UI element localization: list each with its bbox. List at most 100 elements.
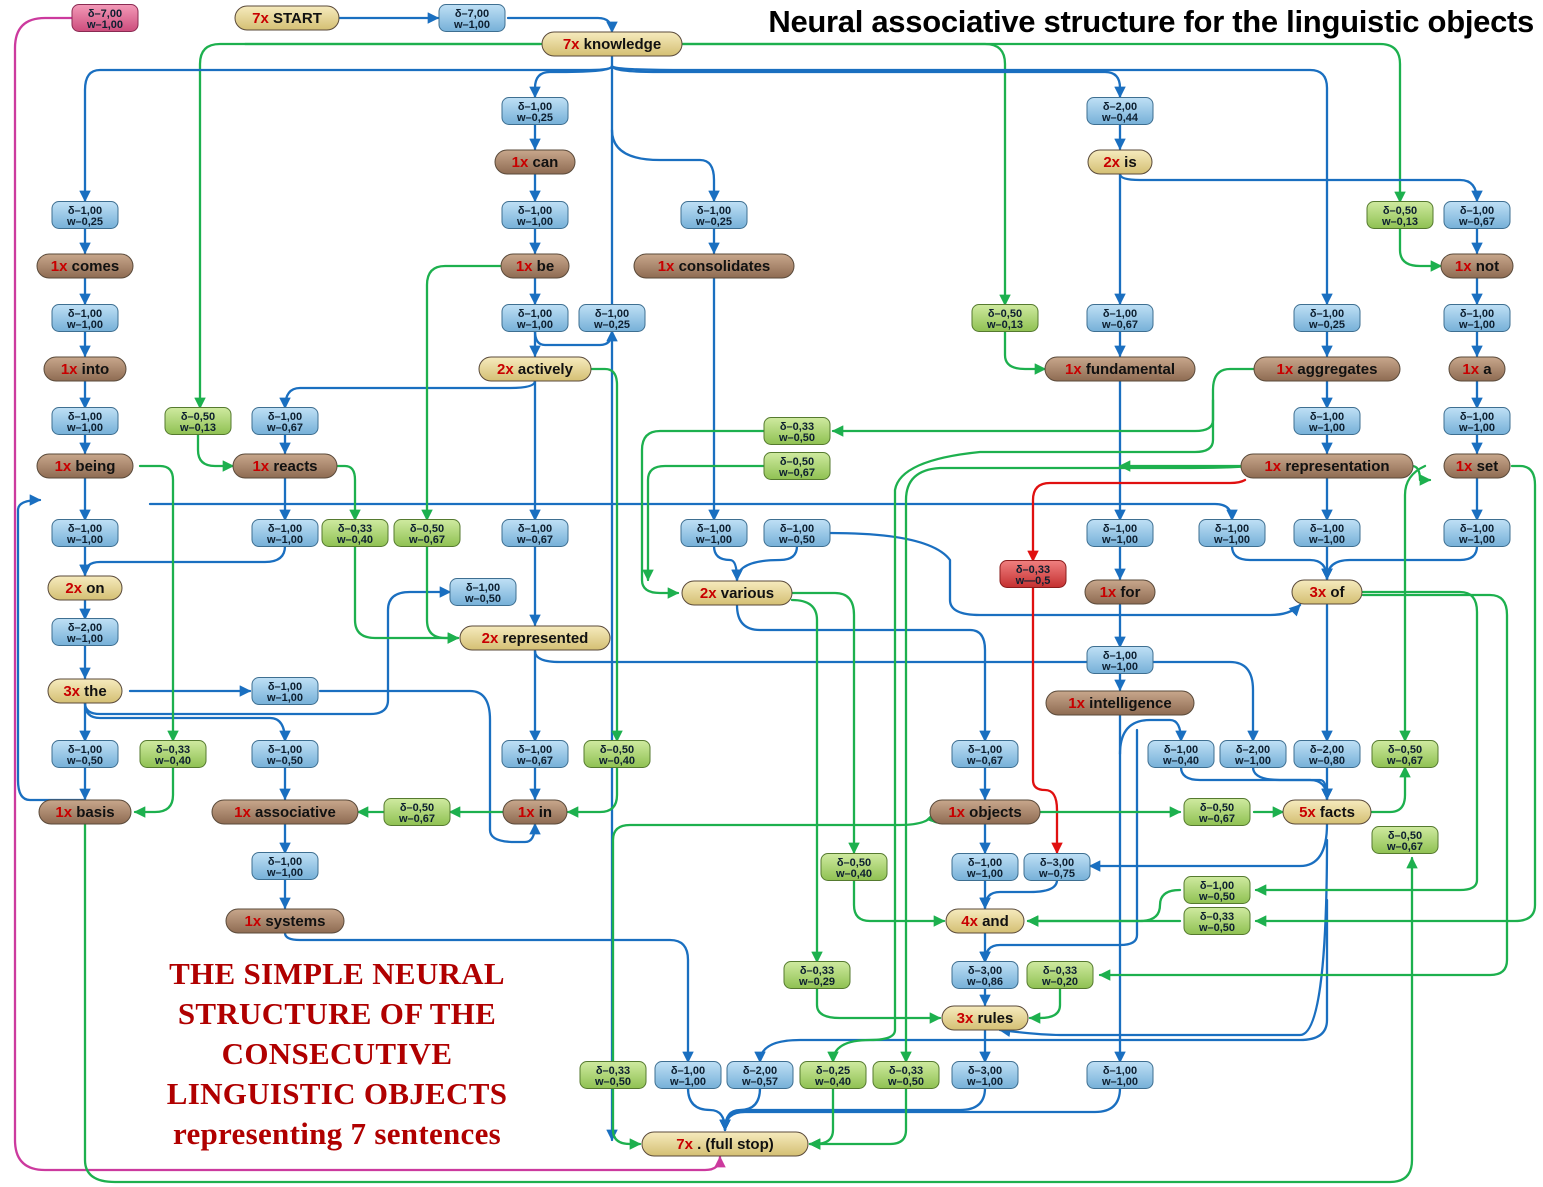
param-node[interactable]: δ–1,00w–1,00 [51, 519, 119, 547]
param-node[interactable]: δ–2,00w–0,80 [1293, 740, 1361, 768]
param-node[interactable]: δ–7,00w–1,00 [438, 4, 506, 32]
param-node[interactable]: δ–0,50w–0,67 [1371, 826, 1439, 854]
param-node[interactable]: δ–1,00w–1,00 [51, 304, 119, 332]
word-node-basis[interactable]: 1x basis [38, 799, 132, 825]
word-node-on[interactable]: 2x on [47, 575, 123, 601]
word-node-being[interactable]: 1x being [36, 453, 134, 479]
param-node[interactable]: δ–1,00w–0,50 [251, 740, 319, 768]
param-node[interactable]: δ–1,00w–1,00 [1086, 646, 1154, 674]
param-node[interactable]: δ–1,00w–1,00 [51, 407, 119, 435]
word-node-not[interactable]: 1x not [1440, 253, 1514, 279]
param-node[interactable]: δ–0,50w–0,67 [393, 519, 461, 547]
param-node[interactable]: δ–7,00w–1,00 [71, 4, 139, 32]
word-node-rules[interactable]: 3x rules [941, 1005, 1029, 1031]
param-node[interactable]: δ–1,00w–0,25 [578, 304, 646, 332]
param-node[interactable]: δ–0,33w–0,50 [1183, 907, 1251, 935]
param-node[interactable]: δ–0,33w—0,5 [999, 560, 1067, 588]
param-node[interactable]: δ–0,50w–0,40 [820, 853, 888, 881]
param-node[interactable]: δ–0,50w–0,13 [971, 304, 1039, 332]
param-node[interactable]: δ–0,33w–0,50 [872, 1061, 940, 1089]
param-node[interactable]: δ–1,00w–0,67 [501, 740, 569, 768]
param-node[interactable]: δ–2,00w–0,57 [726, 1061, 794, 1089]
param-node[interactable]: δ–1,00w–0,67 [1443, 201, 1511, 229]
word-node-intelligence[interactable]: 1x intelligence [1045, 690, 1195, 716]
param-node[interactable]: δ–1,00w–1,00 [680, 519, 748, 547]
param-node[interactable]: δ–3,00w–0,86 [951, 961, 1019, 989]
param-node[interactable]: δ–1,00w–0,50 [1183, 876, 1251, 904]
param-node[interactable]: δ–1,00w–0,67 [1086, 304, 1154, 332]
param-node[interactable]: δ–0,33w–0,50 [763, 417, 831, 445]
param-node[interactable]: δ–1,00w–1,00 [501, 304, 569, 332]
param-node[interactable]: δ–1,00w–0,25 [501, 97, 569, 125]
param-node[interactable]: δ–1,00w–0,50 [51, 740, 119, 768]
word-node-set[interactable]: 1x set [1443, 453, 1511, 479]
word-node-consolidates[interactable]: 1x consolidates [633, 253, 795, 279]
param-node[interactable]: δ–1,00w–0,50 [763, 519, 831, 547]
param-node[interactable]: δ–1,00w–0,25 [1293, 304, 1361, 332]
param-node[interactable]: δ–1,00w–1,00 [1293, 519, 1361, 547]
param-node[interactable]: δ–0,50w–0,67 [1183, 798, 1251, 826]
param-node[interactable]: δ–1,00w–1,00 [1086, 519, 1154, 547]
word-node-associative[interactable]: 1x associative [211, 799, 359, 825]
word-node-knowledge[interactable]: 7x knowledge [541, 31, 683, 57]
param-node[interactable]: δ–0,50w–0,67 [1371, 740, 1439, 768]
word-node-comes[interactable]: 1x comes [36, 253, 134, 279]
word-node-various[interactable]: 2x various [681, 580, 793, 606]
param-node[interactable]: δ–0,50w–0,67 [763, 452, 831, 480]
word-node-in[interactable]: 1x in [502, 799, 568, 825]
param-node[interactable]: δ–1,00w–1,00 [1086, 1061, 1154, 1089]
word-node-start[interactable]: 7x START [234, 5, 340, 31]
param-node[interactable]: δ–1,00w–0,25 [51, 201, 119, 229]
param-node[interactable]: δ–0,33w–0,50 [579, 1061, 647, 1089]
param-node[interactable]: δ–0,33w–0,20 [1026, 961, 1094, 989]
word-node-fundamental[interactable]: 1x fundamental [1044, 356, 1196, 382]
param-node[interactable]: δ–1,00w–0,67 [951, 740, 1019, 768]
param-node[interactable]: δ–1,00w–0,50 [449, 578, 517, 606]
word-node-reacts[interactable]: 1x reacts [232, 453, 338, 479]
param-node[interactable]: δ–2,00w–0,44 [1086, 97, 1154, 125]
param-node[interactable]: δ–0,50w–0,67 [383, 798, 451, 826]
param-node[interactable]: δ–1,00w–1,00 [654, 1061, 722, 1089]
word-node-fullstop[interactable]: 7x . (full stop) [641, 1131, 809, 1157]
word-node-aggregates[interactable]: 1x aggregates [1253, 356, 1401, 382]
param-node[interactable]: δ–0,25w–0,40 [799, 1061, 867, 1089]
word-node-and[interactable]: 4x and [945, 908, 1025, 934]
param-node[interactable]: δ–0,50w–0,13 [1366, 201, 1434, 229]
param-node[interactable]: δ–2,00w–1,00 [1219, 740, 1287, 768]
param-node[interactable]: δ–0,50w–0,40 [583, 740, 651, 768]
word-node-a[interactable]: 1x a [1448, 356, 1506, 382]
word-node-systems[interactable]: 1x systems [225, 908, 345, 934]
param-node[interactable]: δ–1,00w–1,00 [1443, 407, 1511, 435]
param-node[interactable]: δ–1,00w–1,00 [1198, 519, 1266, 547]
param-node[interactable]: δ–1,00w–1,00 [1443, 519, 1511, 547]
word-node-actively[interactable]: 2x actively [478, 356, 592, 382]
param-node[interactable]: δ–2,00w–1,00 [51, 618, 119, 646]
param-node[interactable]: δ–0,33w–0,40 [321, 519, 389, 547]
param-node[interactable]: δ–1,00w–0,40 [1147, 740, 1215, 768]
word-node-of[interactable]: 3x of [1291, 579, 1363, 605]
word-node-the[interactable]: 3x the [47, 678, 123, 704]
word-node-be[interactable]: 1x be [500, 253, 570, 279]
word-node-for[interactable]: 1x for [1084, 579, 1156, 605]
word-node-can[interactable]: 1x can [494, 149, 576, 175]
param-node[interactable]: δ–0,33w–0,29 [783, 961, 851, 989]
param-node[interactable]: δ–1,00w–1,00 [251, 519, 319, 547]
word-node-into[interactable]: 1x into [43, 356, 127, 382]
param-node[interactable]: δ–1,00w–1,00 [1443, 304, 1511, 332]
param-node[interactable]: δ–1,00w–1,00 [501, 201, 569, 229]
param-node[interactable]: δ–1,00w–1,00 [1293, 407, 1361, 435]
param-node[interactable]: δ–0,33w–0,40 [139, 740, 207, 768]
param-node[interactable]: δ–1,00w–0,25 [680, 201, 748, 229]
word-node-represented[interactable]: 2x represented [459, 625, 611, 651]
param-node[interactable]: δ–1,00w–1,00 [951, 853, 1019, 881]
param-node[interactable]: δ–3,00w–0,75 [1023, 853, 1091, 881]
param-node[interactable]: δ–0,50w–0,13 [164, 407, 232, 435]
word-node-facts[interactable]: 5x facts [1282, 799, 1372, 825]
param-node[interactable]: δ–1,00w–0,67 [501, 519, 569, 547]
word-node-objects[interactable]: 1x objects [929, 799, 1041, 825]
param-node[interactable]: δ–3,00w–1,00 [951, 1061, 1019, 1089]
param-node[interactable]: δ–1,00w–1,00 [251, 852, 319, 880]
param-node[interactable]: δ–1,00w–0,67 [251, 407, 319, 435]
word-node-representation[interactable]: 1x representation [1240, 453, 1414, 479]
word-node-is[interactable]: 2x is [1087, 149, 1153, 175]
